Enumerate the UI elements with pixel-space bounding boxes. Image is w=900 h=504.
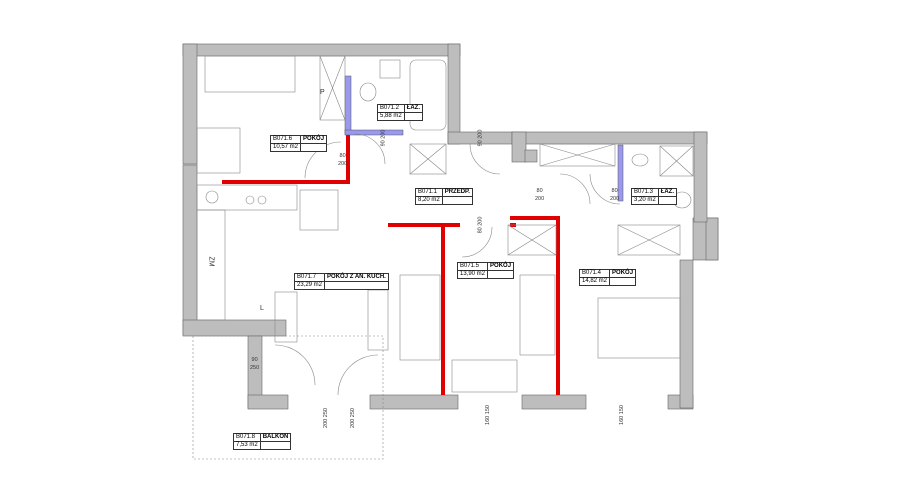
p-mark: P — [320, 89, 325, 96]
door-height: 200 — [477, 129, 484, 139]
exterior-walls — [182, 43, 719, 410]
window-width: 200 — [349, 418, 356, 428]
room-area: 8,20 m2 — [416, 197, 443, 204]
window-width: 160 — [484, 415, 491, 425]
window-dimension: 160 150 — [619, 405, 625, 425]
room-id: B071.1 — [416, 189, 443, 197]
l-mark: L — [260, 305, 264, 312]
door-width: 90 — [251, 357, 258, 363]
room-area: 5,88 m2 — [378, 113, 405, 120]
room-name: BALKON — [260, 434, 291, 442]
window-height: 250 — [349, 408, 356, 418]
door-dimension: 200 250 — [323, 408, 329, 428]
room-area: 3,20 m2 — [632, 197, 659, 204]
door-width: 80 — [611, 188, 618, 194]
window-height: 150 — [618, 405, 625, 415]
window-dimension: 160 150 — [485, 405, 491, 425]
room-area: 10,57 m2 — [271, 144, 302, 151]
room-id: B071.6 — [271, 136, 302, 144]
door-width: 200 — [322, 418, 329, 428]
room-id: B071.4 — [580, 270, 611, 278]
door-dimension: 90 200 — [380, 130, 386, 147]
room-area: 13,90 m2 — [458, 271, 489, 278]
room-id: B071.5 — [458, 263, 489, 271]
room-name: ŁAZ. — [658, 189, 677, 197]
door-dimension: 90 200 — [477, 130, 483, 147]
door-height: 200 — [477, 216, 484, 226]
room-id: B071.7 — [295, 274, 326, 282]
door-width: 80 — [477, 227, 484, 234]
door-width: 80 — [536, 188, 543, 194]
room-area: 23,29 m2 — [295, 282, 326, 289]
door-height: 250 — [322, 408, 329, 418]
fixtures — [192, 55, 694, 460]
window-width: 160 — [618, 415, 625, 425]
room-name: PRZEDP. — [442, 189, 472, 197]
room-name: ŁAZ. — [404, 105, 423, 113]
room-name: POKÓJ Z AN. KUCH. — [325, 274, 388, 282]
door-width: 80 — [339, 153, 346, 159]
room-area: 14,82 m2 — [580, 278, 611, 285]
door-width: 90 — [380, 140, 387, 147]
fridge-mark: ZM — [207, 256, 215, 267]
door-height: 200 — [535, 196, 545, 202]
window-height: 150 — [484, 405, 491, 415]
window-dimension: 200 250 — [350, 408, 356, 428]
room-id: B071.3 — [632, 189, 659, 197]
door-height: 250 — [250, 365, 260, 371]
door-width: 90 — [477, 140, 484, 147]
door-height: 200 — [338, 161, 348, 167]
room-area: 7,53 m2 — [234, 442, 261, 449]
door-height: 200 — [610, 196, 620, 202]
room-id: B071.2 — [378, 105, 405, 113]
room-name: POKÓJ — [610, 270, 636, 278]
door-height: 200 — [380, 129, 387, 139]
room-id: B071.8 — [234, 434, 261, 442]
room-name: POKÓJ — [488, 263, 514, 271]
door-dimension: 80 200 — [477, 217, 483, 234]
room-name: POKÓJ — [301, 136, 327, 144]
